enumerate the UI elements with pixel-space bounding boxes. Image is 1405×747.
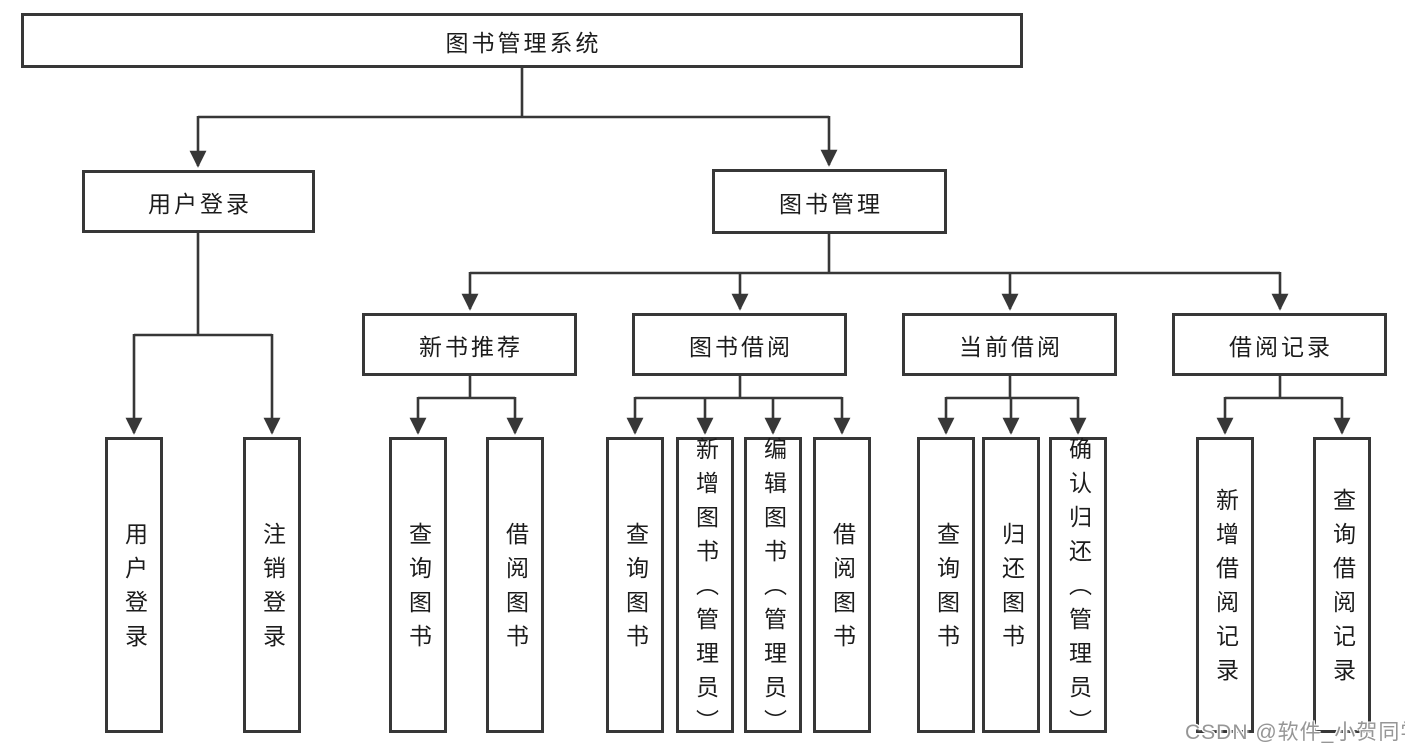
leaf-logout-label: 注销登录 xyxy=(259,522,286,658)
csdn-watermark: CSDN @软件_小贺同学 xyxy=(1185,721,1405,744)
leaf-edit-book-admin: 编辑图书（管理员） xyxy=(744,437,802,743)
leaf-query-books-recommend-label: 查询图书 xyxy=(405,522,432,658)
leaf-confirm-return-admin: 确认归还（管理员） xyxy=(1049,437,1107,743)
node-current-borrow: 当前借阅 xyxy=(902,313,1117,376)
leaf-borrow-books-label: 借阅图书 xyxy=(829,522,856,658)
node-new-book-recommend-label: 新书推荐 xyxy=(419,333,523,360)
leaf-query-borrow-record: 查询借阅记录 xyxy=(1313,437,1371,733)
node-book-management: 图书管理 xyxy=(712,169,947,234)
node-new-book-recommend: 新书推荐 xyxy=(362,313,577,376)
node-book-management-label: 图书管理 xyxy=(779,190,883,217)
leaf-borrow-books-recommend-label: 借阅图书 xyxy=(502,522,529,658)
node-user-login-label: 用户登录 xyxy=(148,190,252,217)
leaf-borrow-books-recommend: 借阅图书 xyxy=(486,437,544,733)
leaf-add-book-admin-label: 新增图书（管理员） xyxy=(692,437,719,743)
leaf-confirm-return-admin-label: 确认归还（管理员） xyxy=(1065,437,1092,743)
node-borrow-records-label: 借阅记录 xyxy=(1229,333,1333,360)
leaf-return-book-label: 归还图书 xyxy=(998,522,1025,658)
node-current-borrow-label: 当前借阅 xyxy=(959,333,1063,360)
leaf-add-borrow-record-label: 新增借阅记录 xyxy=(1212,488,1239,692)
node-user-login: 用户登录 xyxy=(82,170,315,233)
leaf-borrow-books: 借阅图书 xyxy=(813,437,871,733)
node-root-label: 图书管理系统 xyxy=(445,29,602,56)
leaf-query-borrow-record-label: 查询借阅记录 xyxy=(1329,488,1356,692)
leaf-user-login-label: 用户登录 xyxy=(121,522,148,658)
leaf-add-book-admin: 新增图书（管理员） xyxy=(676,437,734,743)
leaf-edit-book-admin-label: 编辑图书（管理员） xyxy=(760,437,787,743)
node-root: 图书管理系统 xyxy=(21,13,1023,68)
leaf-query-books-borrow: 查询图书 xyxy=(606,437,664,733)
leaf-query-books-recommend: 查询图书 xyxy=(389,437,447,733)
leaf-query-books-borrow-label: 查询图书 xyxy=(622,522,649,658)
leaf-query-books-current-label: 查询图书 xyxy=(933,522,960,658)
leaf-query-books-current: 查询图书 xyxy=(917,437,975,733)
leaf-logout: 注销登录 xyxy=(243,437,301,733)
node-book-borrow-label: 图书借阅 xyxy=(689,333,793,360)
leaf-user-login: 用户登录 xyxy=(105,437,163,733)
node-borrow-records: 借阅记录 xyxy=(1172,313,1387,376)
leaf-return-book: 归还图书 xyxy=(982,437,1040,733)
node-book-borrow: 图书借阅 xyxy=(632,313,847,376)
leaf-add-borrow-record: 新增借阅记录 xyxy=(1196,437,1254,733)
